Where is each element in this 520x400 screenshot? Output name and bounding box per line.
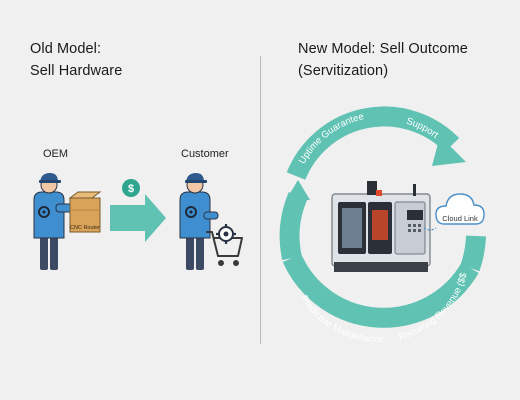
cycle-arrowhead-top — [432, 136, 466, 166]
cnc-router-box: CNC Router — [68, 191, 102, 233]
new-model-heading: New Model: Sell Outcome (Servitization) — [298, 38, 468, 82]
sale-arrow-icon — [110, 194, 166, 242]
cnc-machine-icon — [331, 181, 431, 272]
new-model-heading-line1: New Model: Sell Outcome — [298, 41, 468, 57]
shopping-cart-icon — [206, 224, 243, 266]
cloud-link-label: Cloud Link — [442, 214, 478, 223]
section-divider — [260, 56, 261, 344]
servitization-cycle — [279, 106, 486, 328]
customer-label: Customer — [181, 148, 229, 160]
dollar-coin-icon: $ — [122, 179, 140, 197]
customer-person-icon — [179, 173, 219, 270]
new-model-heading-line2: (Servitization) — [298, 63, 389, 79]
cycle-arrowhead-left — [286, 180, 310, 200]
oem-person-icon — [33, 173, 75, 270]
old-model-heading: Old Model: Sell Hardware — [30, 38, 122, 82]
old-model-heading-line1: Old Model: — [30, 41, 102, 57]
oem-label: OEM — [43, 148, 69, 160]
box-label: CNC Router — [70, 225, 100, 231]
cart-gear-icon — [216, 224, 236, 244]
recurring-revenue-label: Recurring Revenue ($$$) — [0, 0, 470, 343]
cloud-connection-line — [423, 227, 437, 231]
cloud-icon: Cloud Link — [435, 193, 485, 225]
dollar-symbol: $ — [128, 183, 134, 195]
old-model-heading-line2: Sell Hardware — [30, 63, 123, 79]
